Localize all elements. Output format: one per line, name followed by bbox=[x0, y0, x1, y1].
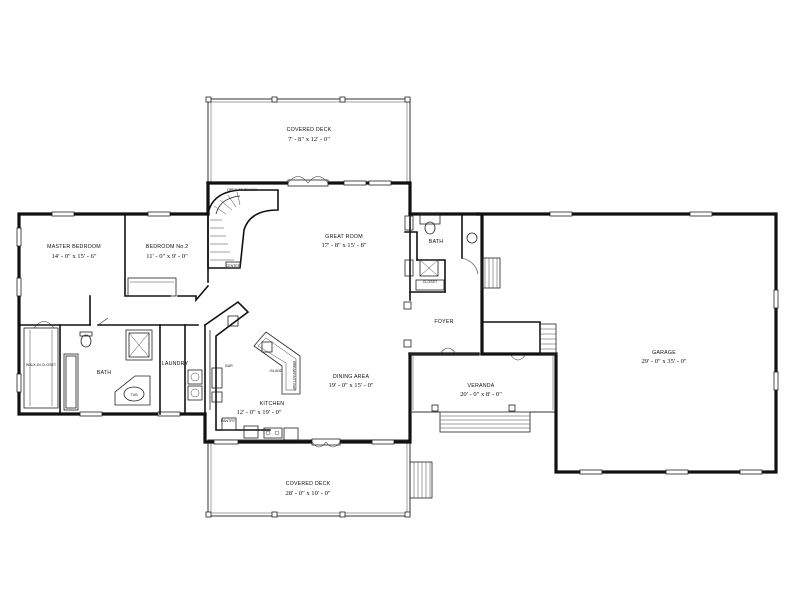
curved-stair: OPEN TO BELOW CENTER bbox=[207, 188, 279, 269]
open-to-below-label: OPEN TO BELOW bbox=[227, 188, 258, 192]
pantry-label: PANTRY bbox=[221, 419, 236, 423]
walk-in-closet: WALK-IN CLOSET bbox=[23, 321, 59, 409]
covered-deck-bottom bbox=[205, 439, 433, 518]
kitchen-name: KITCHEN bbox=[260, 401, 285, 407]
tub-label: TUB bbox=[130, 393, 138, 397]
kitchen-dims: 12' - 0" x 19' - 0" bbox=[236, 409, 281, 416]
room-labels: COVERED DECK 7' - 8" x 12' - 0" GREAT RO… bbox=[47, 127, 687, 497]
veranda-dims: 20' - 0" x 8' - 0" bbox=[460, 391, 502, 398]
walk-in-closet-label: WALK-IN CLOSET bbox=[26, 363, 57, 367]
closet-label: CLOSET bbox=[423, 280, 438, 284]
garage-dims: 29' - 0" x 35' - 0" bbox=[641, 358, 686, 365]
bedroom-walls bbox=[18, 213, 210, 415]
bar-label: BAR bbox=[225, 364, 233, 368]
master-bedroom-dims: 14' - 0" x 15' - 6" bbox=[51, 253, 96, 260]
kitchen-fixtures: PANTRY ISLAND BREAKFAST BAR BAR bbox=[203, 300, 301, 441]
covered-deck-top-name: COVERED DECK bbox=[287, 127, 332, 133]
patio-doors bbox=[287, 176, 341, 448]
foyer-name: FOYER bbox=[434, 319, 453, 325]
covered-deck-bottom-name: COVERED DECK bbox=[286, 481, 331, 487]
windows bbox=[16, 180, 395, 445]
veranda-name: VERANDA bbox=[467, 383, 494, 389]
garage-name: GARAGE bbox=[652, 350, 676, 356]
dining-area-dims: 19' - 0" x 15' - 0" bbox=[328, 382, 373, 389]
master-bedroom-name: MASTER BEDROOM bbox=[47, 244, 101, 250]
dining-area-name: DINING AREA bbox=[333, 374, 370, 380]
great-room-dims: 17' - 8" x 15' - 8" bbox=[321, 242, 366, 249]
hall-bath-name: BATH bbox=[429, 239, 444, 245]
center-label: CENTER bbox=[226, 264, 241, 268]
laundry-name: LAUNDRY bbox=[162, 361, 189, 367]
foyer-bath-walls: CLOSET bbox=[403, 213, 479, 355]
master-bath-fixtures: TUB bbox=[63, 317, 153, 411]
covered-deck-bottom-dims: 28' - 0" x 10' - 0" bbox=[285, 490, 330, 497]
island-label: ISLAND bbox=[270, 369, 283, 373]
great-room-name: GREAT ROOM bbox=[325, 234, 363, 240]
bedroom-2-name: BEDROOM No.2 bbox=[146, 244, 188, 250]
breakfast-bar-label: BREAKFAST BAR bbox=[292, 361, 296, 391]
master-bath-name: BATH bbox=[97, 370, 112, 376]
bedroom-2-dims: 11' - 0" x 9' - 0" bbox=[146, 253, 188, 260]
laundry-fixtures bbox=[187, 369, 203, 401]
garage bbox=[476, 211, 779, 475]
covered-deck-top-dims: 7' - 8" x 12' - 0" bbox=[288, 136, 330, 143]
